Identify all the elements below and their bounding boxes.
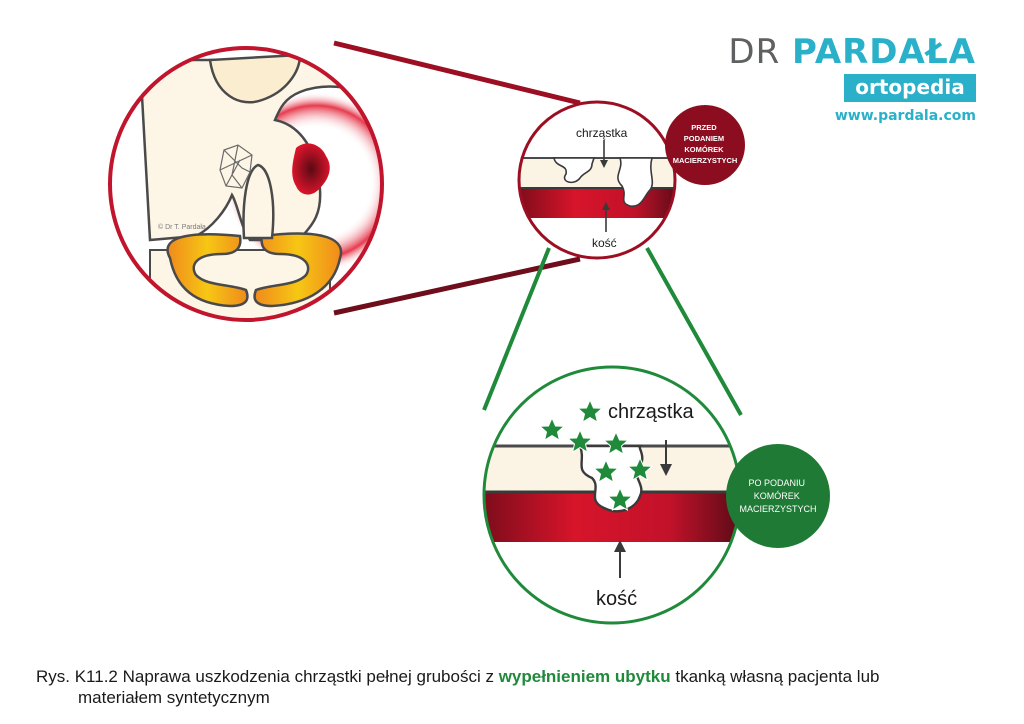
- stem-cell-star: [592, 458, 620, 484]
- before-badge-line-2: PODANIEM: [684, 134, 724, 143]
- after-panel: chrząstka kość PO PODANIU KOMÓREK MACIER…: [482, 365, 830, 625]
- stem-cells: [538, 398, 654, 512]
- brand-pardala: PARDAŁA: [792, 32, 976, 72]
- brand-name: DR PARDAŁA: [728, 34, 976, 70]
- connector-line-right: [645, 247, 743, 416]
- before-badge: [665, 105, 745, 185]
- brand-url: www.pardala.com: [834, 108, 976, 124]
- before-label-bone: kość: [592, 236, 617, 250]
- after-label-bone: kość: [596, 588, 637, 610]
- caption-part-2: tkanką własną pacjenta lub: [670, 667, 880, 686]
- knee-circle-outline: [108, 46, 384, 322]
- before-badge-text: PRZED PODANIEM KOMÓREK MACIERZYSTYCH: [673, 123, 738, 165]
- before-badge-line-3: KOMÓREK: [684, 145, 724, 154]
- after-badge-text: PO PODANIU KOMÓREK MACIERZYSTYCH: [739, 478, 816, 514]
- cartilage-sketch: [219, 144, 253, 189]
- stem-cell-star: [576, 398, 604, 424]
- cartilage-lesion: [292, 143, 330, 195]
- before-badge-line-4: MACIERZYSTYCH: [673, 156, 738, 165]
- before-panel: chrząstka kość PRZED PODANIEM KOMÓREK MA…: [517, 100, 745, 260]
- after-badge-line-1: PO PODANIU: [748, 478, 805, 488]
- caption-line-2: materiałem syntetycznym: [78, 688, 270, 707]
- brand-dr: DR: [728, 32, 781, 72]
- connector-line-left: [482, 247, 551, 411]
- after-badge-line-3: MACIERZYSTYCH: [739, 504, 816, 514]
- brand-tagline: ortopedia: [844, 74, 976, 102]
- after-badge: [726, 444, 830, 548]
- stem-cell-star: [606, 486, 634, 512]
- figure-caption: Rys. K11.2 Naprawa uszkodzenia chrząstki…: [36, 666, 986, 708]
- after-badge-line-2: KOMÓREK: [754, 491, 800, 501]
- before-circle-outline: [517, 100, 677, 260]
- copyright-text: © Dr T. Pardała: [158, 223, 206, 231]
- caption-part-1: Rys. K11.2 Naprawa uszkodzenia chrząstki…: [36, 667, 499, 686]
- brand-logo: DR PARDAŁA ortopedia www.pardala.com: [728, 34, 976, 124]
- before-label-cartilage: chrząstka: [576, 126, 628, 140]
- before-badge-line-1: PRZED: [691, 123, 717, 132]
- knee-closeup: © Dr T. Pardała: [108, 46, 384, 322]
- connector-line-top: [333, 40, 581, 106]
- caption-highlight: wypełnieniem ubytku: [498, 667, 671, 686]
- stem-cell-star: [602, 430, 630, 456]
- after-label-cartilage: chrząstka: [608, 401, 694, 423]
- stem-cell-star: [566, 428, 594, 454]
- stem-cell-star: [538, 416, 566, 442]
- stem-cell-star: [626, 456, 654, 482]
